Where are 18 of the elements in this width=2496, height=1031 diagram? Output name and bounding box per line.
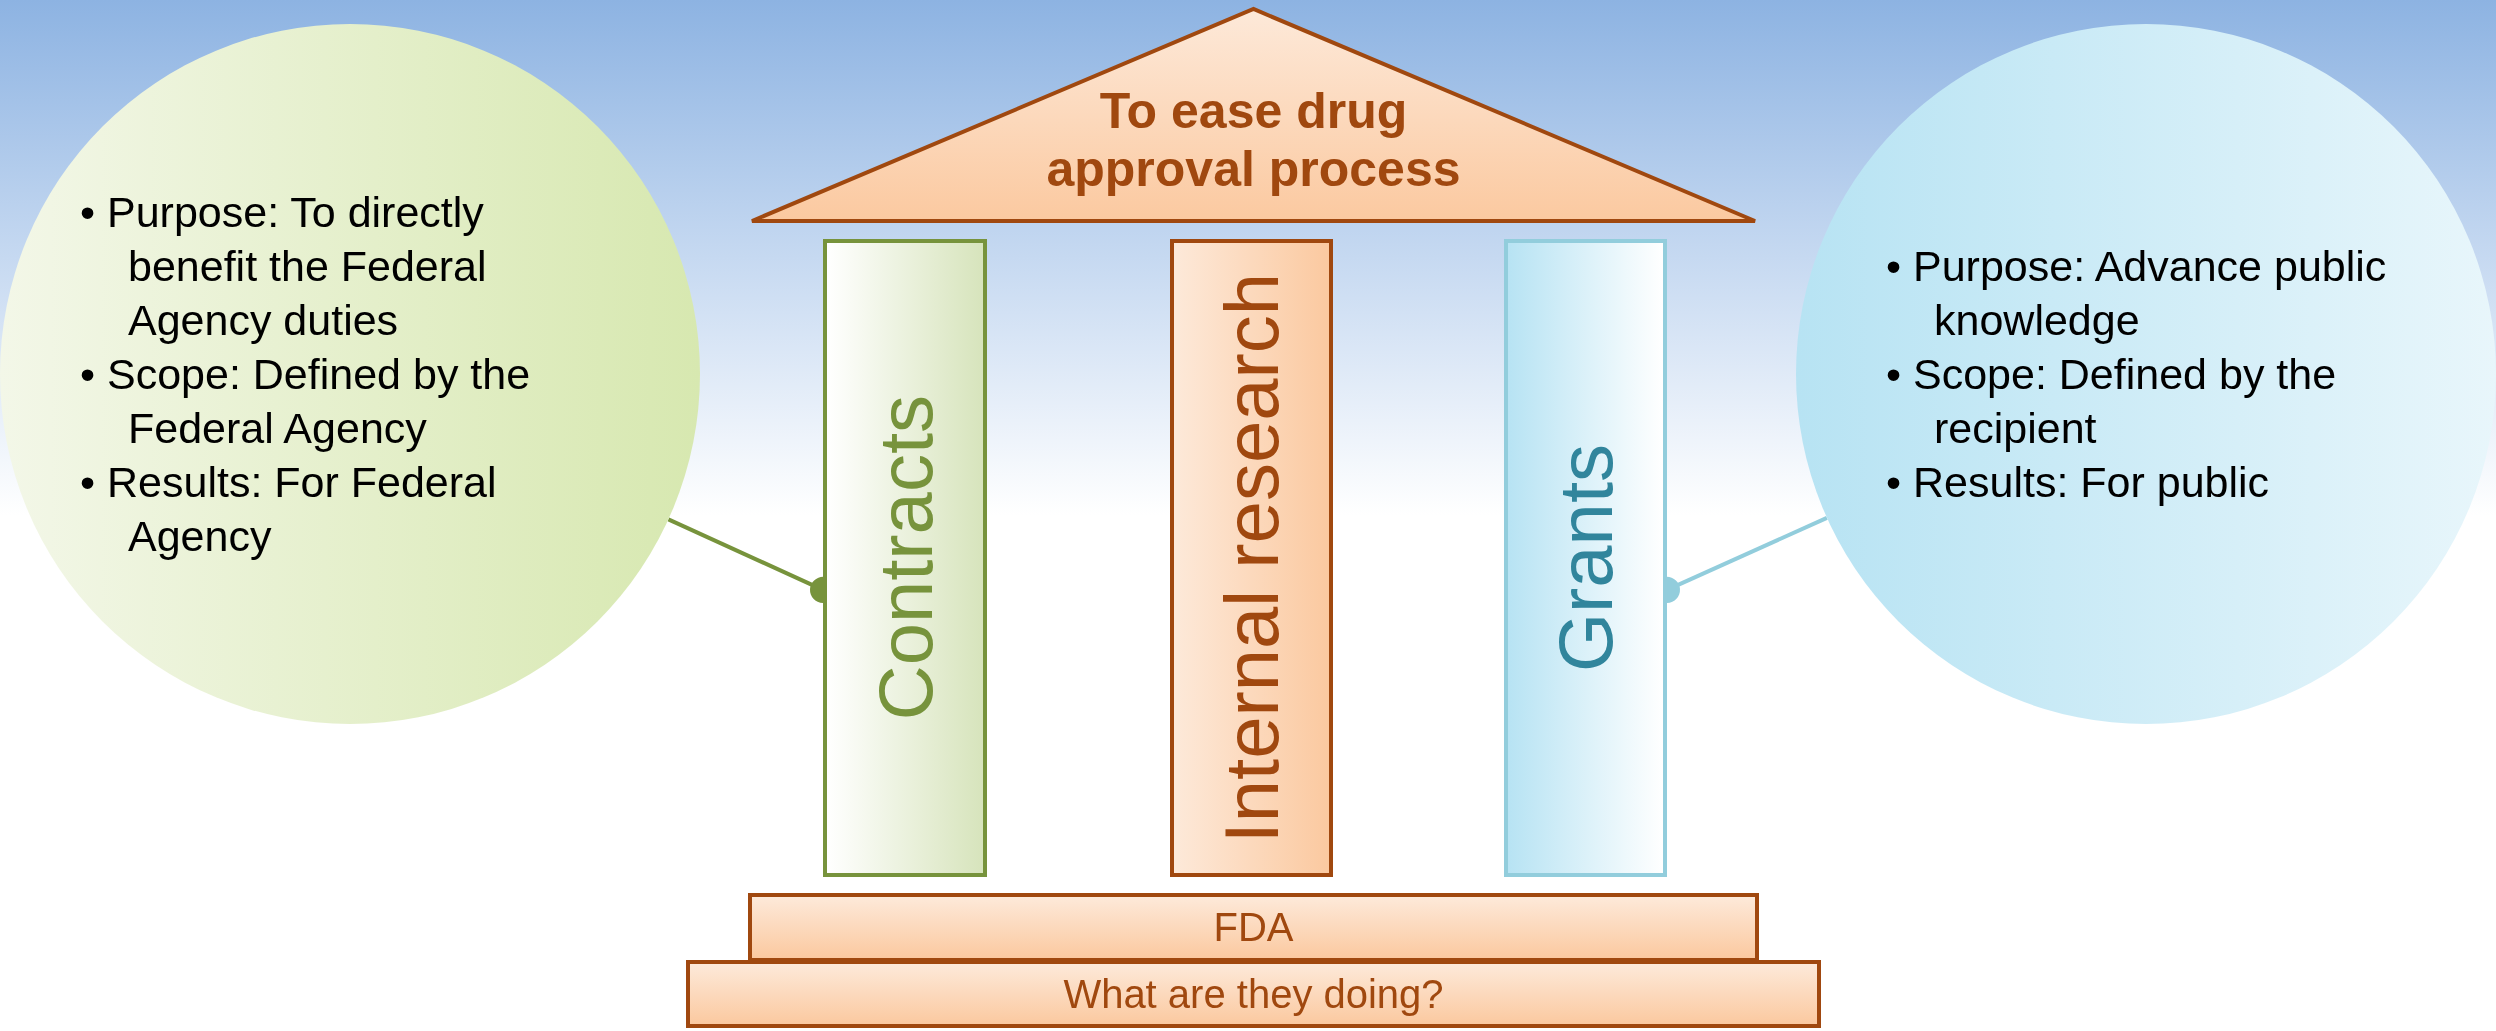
bullet-item: • Purpose: To directly benefit the Federal Agency duties <box>80 187 488 346</box>
step-label: FDA <box>1213 905 1294 950</box>
pillar-label: Grants <box>1542 443 1629 673</box>
pillar <box>1504 239 1667 877</box>
bullet-item: • Results: For public <box>1886 457 2271 508</box>
base-step <box>748 893 1759 962</box>
pillar <box>823 239 987 877</box>
roof-triangle <box>748 6 1759 225</box>
base-step <box>686 960 1821 1028</box>
step-label: What are they doing? <box>1063 971 1444 1017</box>
pillar-label: Contracts <box>861 395 949 721</box>
pillar-label: Internal research <box>1208 272 1295 844</box>
bullet-item: • Scope: Defined by the Federal Agency <box>80 349 532 454</box>
bullet-item: • Results: For Federal Agency <box>80 457 498 562</box>
bullet-item: • Purpose: Advance public knowledge <box>1886 241 2388 346</box>
pillar <box>1170 239 1333 877</box>
bullet-item: • Scope: Defined by the recipient <box>1886 349 2338 454</box>
roof-title: To ease drug approval process <box>1045 82 1462 198</box>
